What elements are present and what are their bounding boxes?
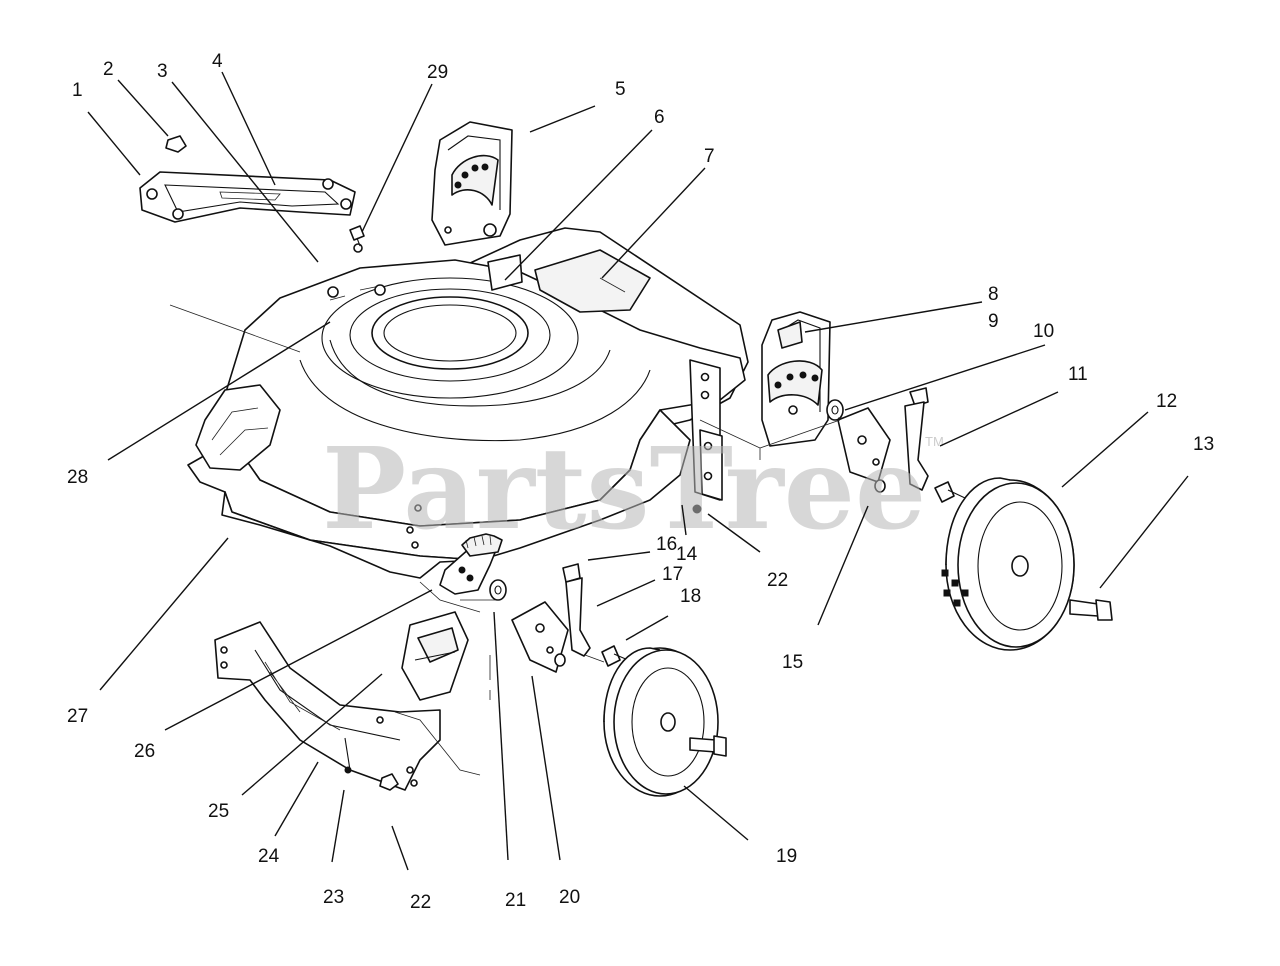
callout-14: 14 [676, 544, 698, 565]
callout-16: 16 [656, 534, 677, 555]
callout-3: 3 [157, 61, 168, 82]
callout-28: 28 [67, 467, 88, 488]
rear-wheel [941, 477, 1075, 651]
callout-22-lower: 22 [410, 892, 431, 913]
fastener-screw [344, 737, 352, 774]
right-height-bracket [761, 311, 831, 447]
callout-15: 15 [782, 652, 803, 673]
callout-19: 19 [776, 846, 797, 867]
callout-5: 5 [615, 79, 626, 100]
assembly-guides [169, 304, 842, 776]
callout-21: 21 [505, 890, 526, 911]
callout-24: 24 [258, 846, 280, 867]
callout-29: 29 [427, 62, 448, 83]
rear-guard [214, 621, 441, 791]
deck-screw [349, 225, 365, 247]
callout-22-upper: 22 [767, 570, 788, 591]
leader-lines [87, 71, 1189, 871]
front-height-adjuster [439, 533, 503, 595]
callout-labels: 1 2 3 4 5 6 7 8 9 10 11 12 13 14 15 16 1… [67, 51, 1214, 913]
callout-6: 6 [654, 107, 665, 128]
front-wheel [603, 647, 727, 797]
rear-axle-assembly [826, 387, 966, 503]
top-cover-plate [139, 171, 356, 223]
callout-27: 27 [67, 706, 88, 727]
small-nut [165, 135, 187, 153]
fastener-nut [379, 773, 399, 791]
callout-20: 20 [559, 887, 580, 908]
watermark-text: PartsTree [322, 424, 926, 555]
callout-9: 9 [988, 311, 999, 332]
callout-25: 25 [208, 801, 229, 822]
watermark-trademark: TM [925, 434, 944, 449]
left-height-bracket [431, 121, 513, 246]
callout-12: 12 [1156, 391, 1177, 412]
callout-10: 10 [1033, 321, 1054, 342]
callout-4: 4 [212, 51, 223, 72]
callout-26: 26 [134, 741, 155, 762]
callout-11: 11 [1068, 364, 1088, 385]
chute-deflector [401, 611, 469, 701]
callout-23: 23 [323, 887, 344, 908]
mower-deck [187, 227, 749, 579]
callout-8: 8 [988, 284, 999, 305]
watermark: PartsTree TM [322, 424, 944, 555]
callout-17: 17 [662, 564, 683, 585]
callout-7: 7 [704, 146, 715, 167]
front-axle-assembly [489, 563, 629, 673]
callout-2: 2 [103, 59, 114, 80]
callout-1: 1 [72, 80, 83, 101]
rear-wheel-bolt [1069, 599, 1113, 621]
callout-13: 13 [1193, 434, 1214, 455]
callout-18: 18 [680, 586, 701, 607]
